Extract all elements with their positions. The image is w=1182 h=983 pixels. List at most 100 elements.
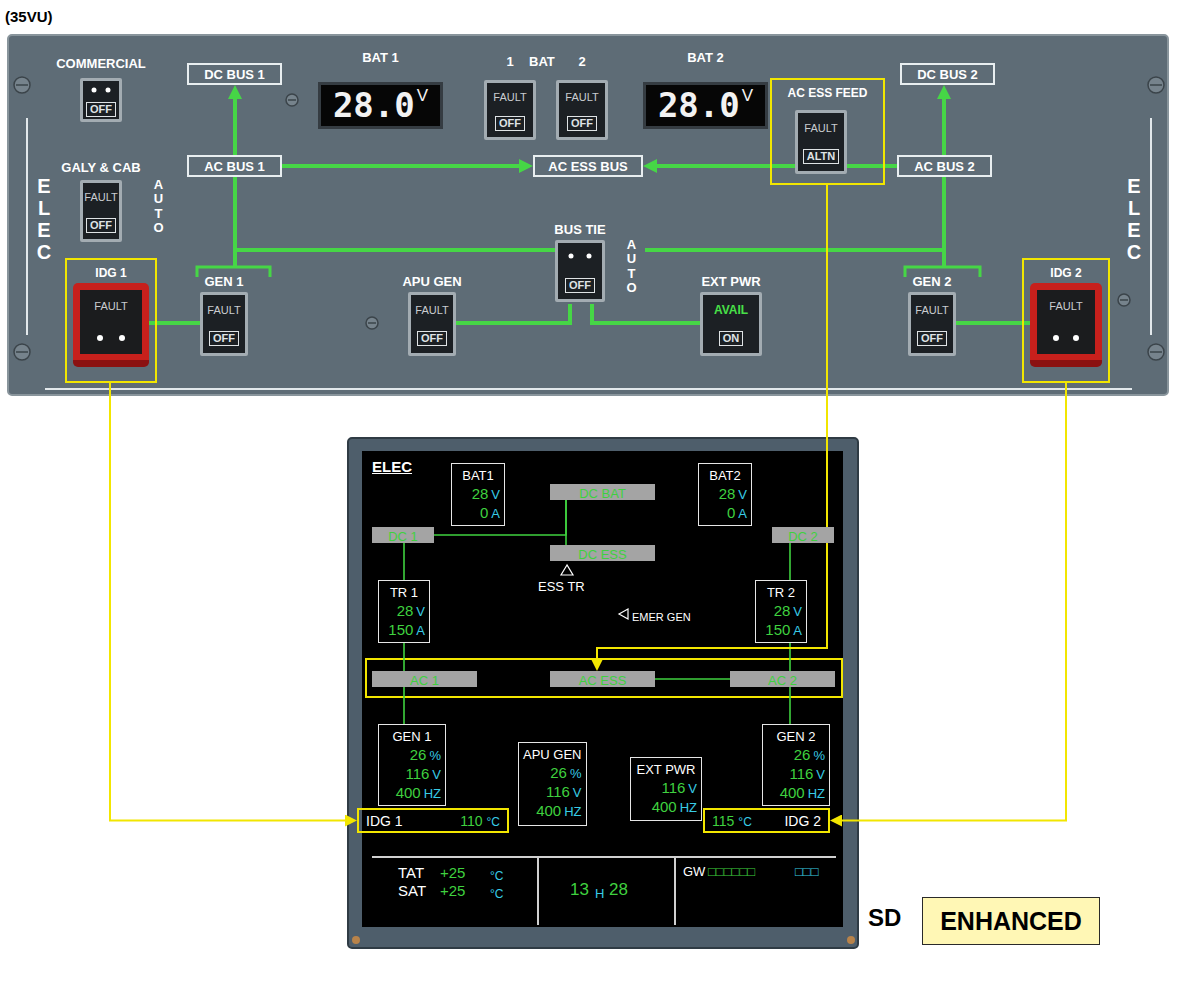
text-slot: 13 <box>570 880 589 900</box>
button-caption: COMMERCIAL <box>56 56 146 71</box>
voltage-unit: V <box>742 85 753 107</box>
parameter-box: GEN 226%116V400HZ <box>762 724 830 806</box>
button-cell: OFF <box>83 211 119 239</box>
button-face: AVAIL ON <box>700 292 762 356</box>
parameter-box: BAT228V0A <box>698 463 752 526</box>
clock-value: 13 <box>570 880 589 899</box>
voltage-value: 28.0 <box>658 85 740 125</box>
box-row: 0A <box>703 504 747 523</box>
button-face: FAULTOFF <box>408 292 456 356</box>
unit: V <box>416 604 425 619</box>
panel-screws <box>14 77 1164 360</box>
bus-name: AC BUS 1 <box>204 159 265 174</box>
box-row: EXT PWR <box>635 760 697 779</box>
transformer-label: ESS TR <box>538 579 585 594</box>
box-row: 400HZ <box>635 798 697 817</box>
button-legend: OFF <box>86 218 116 233</box>
button-caption: IDG 2 <box>1050 266 1081 280</box>
bezel-screw <box>352 936 360 944</box>
text-slot: +25 <box>440 864 465 882</box>
bus-label-box: AC BUS 1 <box>187 155 282 177</box>
button-legend: OFF <box>495 116 525 131</box>
unit: V <box>491 487 500 502</box>
button-caption: AC ESS FEED <box>787 86 867 100</box>
voltage-unit: V <box>417 85 428 107</box>
panel-label: BAT <box>529 54 555 69</box>
bus-wire <box>942 92 946 155</box>
box-row: 26% <box>523 764 582 783</box>
divider-line <box>674 857 676 925</box>
unit: V <box>573 785 582 800</box>
push-button: GEN 2FAULTOFF <box>908 266 956 358</box>
temperature-box: 115°CIDG 2 <box>703 808 830 833</box>
text-slot: 28 <box>609 880 628 900</box>
button-face: OFF <box>555 240 605 302</box>
box-row: 28V <box>456 485 500 504</box>
button-caption: 1 <box>506 54 513 69</box>
button-cell: OFF <box>911 324 953 353</box>
box-title: TR 1 <box>390 585 418 600</box>
value: 150 <box>388 621 413 638</box>
button-caption: GEN 1 <box>204 274 243 289</box>
panel-region: (35VU)ELECELECCOMMERCIALOFFDC BUS 1BAT 1… <box>8 35 1168 395</box>
button-cell: FAULT <box>83 183 119 211</box>
button-legend: FAULT <box>565 91 598 103</box>
highlight-frame <box>366 659 842 697</box>
button-cell: FAULT <box>559 83 605 110</box>
box-title: GEN 1 <box>392 729 431 744</box>
box-row: 0A <box>456 504 500 523</box>
button-legend: FAULT <box>804 122 837 134</box>
button-face: FAULT OFF <box>556 80 608 140</box>
text-slot: ELEC <box>1124 175 1144 263</box>
button-legend: OFF <box>567 116 597 131</box>
bus-name: DC 1 <box>388 529 418 544</box>
display-screen <box>362 451 843 927</box>
box-row: 400HZ <box>523 802 582 821</box>
box-row: 26% <box>383 746 441 765</box>
button-legend: AVAIL <box>714 303 748 317</box>
voltage-display: BAT 228.0V <box>643 48 768 129</box>
text-slot: TAT <box>398 864 424 882</box>
value: 400 <box>396 784 421 801</box>
bus-bar: AC ESS <box>550 671 655 687</box>
button-cell: AVAIL <box>703 295 759 324</box>
button-legend: ON <box>719 331 744 346</box>
button-cell: FAULT <box>487 83 533 110</box>
box-row: 28V <box>383 602 425 621</box>
box-row: 28V <box>760 602 802 621</box>
bus-name: AC BUS 2 <box>914 159 975 174</box>
push-button: FAULTALTN <box>795 110 847 174</box>
button-cell: FAULT <box>411 295 453 324</box>
button-legend: FAULT <box>94 300 127 312</box>
value: 150 <box>765 621 790 638</box>
push-button: BUS TIEOFFAUTO <box>555 220 645 304</box>
text-slot: SAT <box>398 882 426 900</box>
guarded-button: FAULT <box>1030 283 1102 367</box>
tag-box: ENHANCED <box>922 897 1100 945</box>
text-slot: BAT 1 <box>362 48 399 66</box>
bus-name: DC BUS 1 <box>204 67 265 82</box>
value: 28 <box>774 602 791 619</box>
text-slot: GALY & CAB <box>61 158 140 176</box>
text-slot: ELEC <box>372 458 412 476</box>
bus-wire <box>403 687 405 724</box>
mode-label: AUTO <box>152 178 165 235</box>
box-row: 116V <box>635 779 697 798</box>
box-row: 150A <box>760 621 802 640</box>
text-slot: 1 <box>506 52 513 70</box>
bus-wire <box>789 543 791 580</box>
parameter-box: TR 228V150A <box>755 580 807 643</box>
unit: HZ <box>424 786 441 801</box>
button-cell: FAULT <box>1037 290 1095 322</box>
text-slot: EMER GEN <box>632 607 691 625</box>
param-name: GW <box>683 864 705 879</box>
box-title: APU GEN <box>523 747 582 762</box>
display-bezel <box>348 438 858 948</box>
unit: V <box>432 767 441 782</box>
bus-wire <box>956 321 1030 325</box>
parameter-box: APU GEN26%116V400HZ <box>518 742 587 826</box>
bus-bar: DC BAT <box>550 484 655 500</box>
bus-wire <box>456 304 570 323</box>
panel-title: ELEC <box>34 175 54 263</box>
